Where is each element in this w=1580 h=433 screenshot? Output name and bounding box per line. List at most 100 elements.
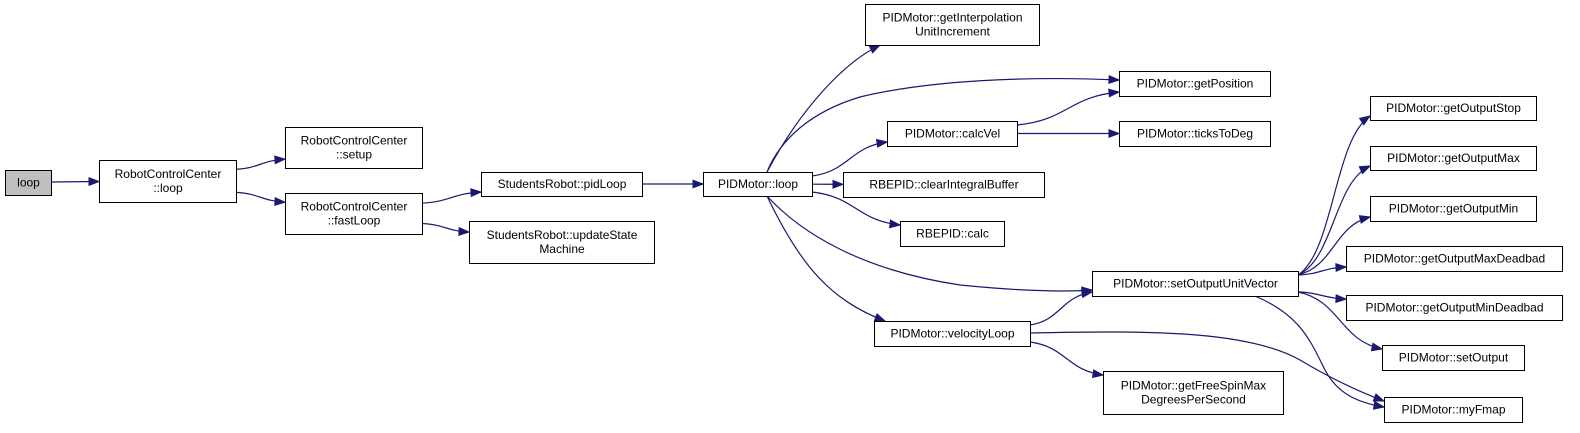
node-box[interactable] — [1103, 371, 1284, 415]
edge-line — [1254, 295, 1385, 408]
node-box[interactable] — [1346, 295, 1563, 321]
node-label: ::setup — [336, 148, 372, 162]
edge-arrowhead — [832, 179, 845, 189]
node-label: PIDMotor::getOutputMaxDeadbad — [1364, 252, 1545, 266]
node-pid-loop[interactable]: PIDMotor::loop — [703, 172, 813, 197]
node-pid-setoutput[interactable]: PIDMotor::setOutput — [1382, 345, 1525, 371]
edge-pid_setout-to-pid_outstop — [1297, 115, 1372, 276]
edge-pid_setout-to-pid_outmaxdb — [1297, 263, 1348, 276]
node-box[interactable] — [5, 170, 52, 196]
edge-rcc_fastloop-to-sr_pidloop — [421, 188, 483, 204]
node-rbe-calc[interactable]: RBEPID::calc — [900, 221, 1005, 247]
node-loop[interactable]: loop — [5, 170, 52, 196]
node-label: PIDMotor::velocityLoop — [890, 327, 1014, 341]
node-box[interactable] — [1346, 246, 1563, 272]
edge-pid_setout-to-pid_outmax — [1297, 165, 1372, 276]
node-box[interactable] — [874, 321, 1031, 347]
node-label: PIDMotor::getOutputMin — [1389, 202, 1518, 216]
node-box[interactable] — [900, 221, 1005, 247]
node-pid-outmin[interactable]: PIDMotor::getOutputMin — [1370, 196, 1537, 222]
edge-line — [1016, 91, 1120, 126]
node-label: PIDMotor::getInterpolation — [882, 11, 1022, 25]
node-label: DegreesPerSecond — [1141, 393, 1246, 407]
nodes-layer: loopRobotControlCenter::loopRobotControl… — [5, 4, 1563, 423]
edge-pid_loop-to-pid_getpos — [766, 75, 1121, 173]
edge-arrowhead — [1358, 165, 1372, 175]
node-label: Machine — [539, 242, 585, 256]
node-rcc-fastloop[interactable]: RobotControlCenter::fastLoop — [285, 193, 423, 235]
edge-arrowhead — [873, 313, 887, 322]
node-box[interactable] — [1382, 345, 1525, 371]
edge-arrowhead — [88, 177, 101, 187]
edge-arrowhead — [1108, 75, 1121, 85]
node-rcc-loop[interactable]: RobotControlCenter::loop — [99, 160, 237, 203]
edge-pid_calcvel-to-pid_tickstodeg — [1016, 128, 1121, 139]
edge-line — [1029, 341, 1104, 376]
edge-line — [766, 44, 881, 173]
edge-arrowhead — [692, 179, 705, 189]
node-box[interactable] — [1119, 71, 1271, 97]
edge-arrowhead — [1358, 115, 1372, 126]
edge-arrowhead — [1108, 128, 1121, 139]
edge-arrowhead — [1335, 294, 1348, 304]
node-box[interactable] — [285, 127, 423, 169]
node-box[interactable] — [99, 160, 237, 203]
node-box[interactable] — [1370, 196, 1537, 222]
edge-line — [1297, 291, 1383, 350]
node-box[interactable] — [1092, 271, 1299, 297]
node-box[interactable] — [703, 172, 813, 197]
edge-pid_loop-to-rbe_calc — [811, 191, 902, 229]
node-label: ::fastLoop — [328, 214, 381, 228]
node-box[interactable] — [865, 4, 1040, 46]
node-label: loop — [17, 176, 40, 190]
node-rcc-setup[interactable]: RobotControlCenter::setup — [285, 127, 423, 169]
node-box[interactable] — [1384, 397, 1523, 423]
node-label: PIDMotor::ticksToDeg — [1137, 127, 1253, 141]
node-sr-pidloop[interactable]: StudentsRobot::pidLoop — [481, 172, 643, 197]
node-pid-velloop[interactable]: PIDMotor::velocityLoop — [874, 321, 1031, 347]
edge-arrowhead — [458, 226, 471, 236]
node-box[interactable] — [1119, 121, 1271, 147]
edge-pid_setout-to-pid_setoutput — [1297, 291, 1384, 352]
node-pid-outstop[interactable]: PIDMotor::getOutputStop — [1370, 96, 1537, 121]
edge-line — [1297, 165, 1371, 276]
node-box[interactable] — [469, 221, 655, 264]
node-box[interactable] — [481, 172, 643, 197]
node-pid-getpos[interactable]: PIDMotor::getPosition — [1119, 71, 1271, 97]
edge-arrowhead — [889, 219, 902, 229]
edge-arrowhead — [274, 196, 287, 207]
edge-arrowhead — [274, 155, 287, 165]
node-label: StudentsRobot::pidLoop — [498, 177, 627, 191]
edge-rcc_loop-to-rcc_setup — [235, 155, 287, 170]
node-box[interactable] — [1370, 146, 1537, 171]
node-rbe-clear[interactable]: RBEPID::clearIntegralBuffer — [843, 172, 1045, 198]
node-box[interactable] — [887, 121, 1018, 147]
node-pid-outmaxdb[interactable]: PIDMotor::getOutputMaxDeadbad — [1346, 246, 1563, 272]
node-label: RobotControlCenter — [301, 134, 408, 148]
edge-arrowhead — [1358, 215, 1372, 224]
node-label: PIDMotor::getOutputStop — [1386, 101, 1521, 115]
edge-arrowhead — [1080, 289, 1094, 299]
edge-arrowhead — [875, 138, 889, 148]
node-pid-calcvel[interactable]: PIDMotor::calcVel — [887, 121, 1018, 147]
node-label: RBEPID::calc — [916, 227, 989, 241]
node-box[interactable] — [1370, 96, 1537, 121]
node-label: PIDMotor::setOutputUnitVector — [1113, 277, 1278, 291]
edge-line — [766, 195, 1093, 292]
node-pid-outmindb[interactable]: PIDMotor::getOutputMinDeadbad — [1346, 295, 1563, 321]
node-label: UnitIncrement — [915, 25, 990, 39]
node-pid-outmax[interactable]: PIDMotor::getOutputMax — [1370, 146, 1537, 171]
node-box[interactable] — [843, 172, 1045, 198]
edge-line — [811, 191, 901, 226]
node-label: PIDMotor::calcVel — [905, 127, 1000, 141]
node-pid-myfmap[interactable]: PIDMotor::myFmap — [1384, 397, 1523, 423]
node-pid-tickstodeg[interactable]: PIDMotor::ticksToDeg — [1119, 121, 1271, 147]
node-box[interactable] — [285, 193, 423, 235]
node-label: PIDMotor::getOutputMax — [1387, 151, 1520, 165]
edge-line — [766, 195, 886, 322]
edge-arrowhead — [1091, 369, 1105, 379]
node-pid-setout[interactable]: PIDMotor::setOutputUnitVector — [1092, 271, 1299, 297]
